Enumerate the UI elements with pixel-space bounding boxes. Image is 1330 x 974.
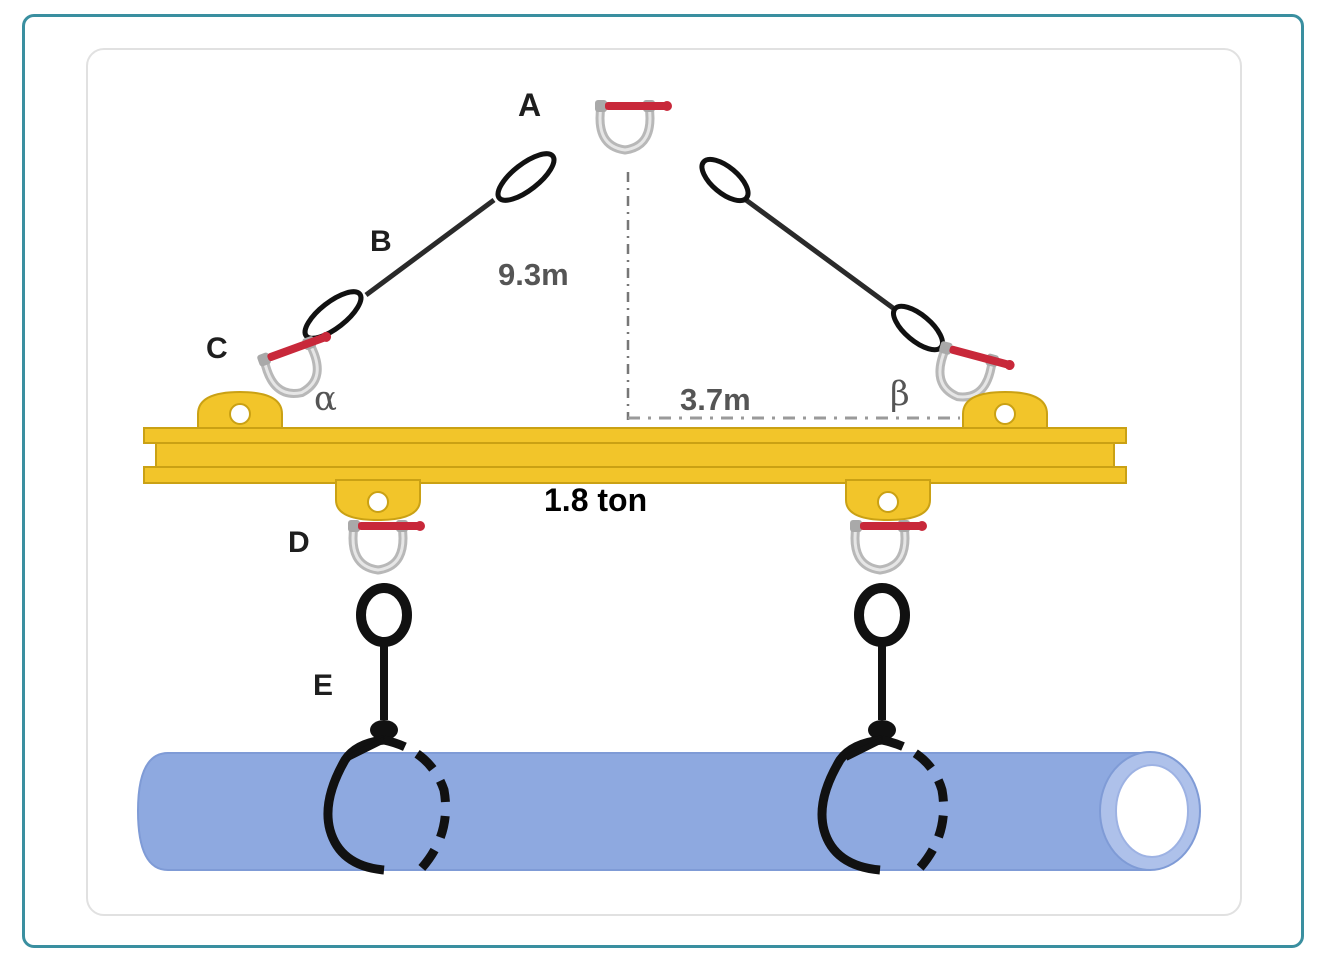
left-bottom-lug bbox=[335, 479, 421, 521]
left-choker-sling-e bbox=[323, 583, 451, 875]
right-bottom-lug bbox=[845, 479, 931, 521]
angle-alpha-label: α bbox=[314, 379, 337, 419]
right-shackle-d bbox=[850, 520, 927, 570]
spreader-beam bbox=[143, 427, 1127, 484]
angle-beta-label: β bbox=[890, 374, 910, 414]
pipe bbox=[136, 751, 1201, 871]
label-b: B bbox=[370, 225, 392, 258]
left-sling bbox=[302, 151, 557, 341]
right-sling bbox=[699, 156, 945, 353]
right-choker-sling bbox=[817, 583, 949, 875]
label-e: E bbox=[313, 669, 333, 702]
load-label: 1.8 ton bbox=[544, 482, 647, 518]
left-shackle-d bbox=[348, 520, 425, 570]
span-dimension-label: 3.7m bbox=[680, 382, 751, 417]
master-shackle-a bbox=[595, 100, 672, 150]
label-d: D bbox=[288, 526, 310, 559]
label-c: C bbox=[206, 332, 228, 365]
label-a: A bbox=[518, 87, 541, 123]
height-dimension-label: 9.3m bbox=[498, 257, 569, 292]
